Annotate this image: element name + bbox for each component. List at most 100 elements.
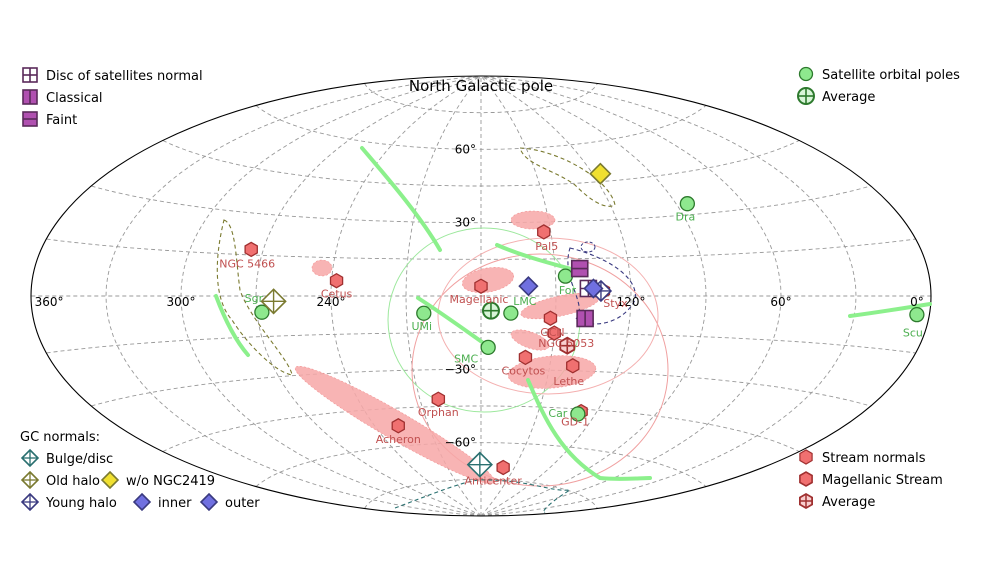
satellite-label: UMi <box>411 320 432 333</box>
legend-classical-label: Classical <box>46 91 103 106</box>
legend-satellite-icon <box>798 66 814 82</box>
meridian-line <box>480 75 632 517</box>
parallel-line <box>364 83 598 114</box>
legend-gc-icon <box>100 470 120 490</box>
satellite-pole-marker <box>679 196 696 212</box>
legend-stream-label: Stream normals <box>822 451 926 466</box>
satellite-pole-marker <box>503 305 519 321</box>
longitude-tick-label: 300° <box>167 295 196 309</box>
old-halo-wo-contour <box>519 147 616 207</box>
legend-gc-icon-shape <box>100 470 120 490</box>
gc-outer-marker <box>518 276 539 297</box>
latitude-tick-label: 30° <box>455 216 476 230</box>
stream-label: Anticenter <box>465 475 523 488</box>
stream-normal-marker <box>547 325 561 341</box>
parallel-line <box>162 405 800 452</box>
satellite-label: Scu <box>903 327 923 340</box>
legend-gc-title: GC normals: <box>20 430 100 445</box>
stream-average-marker <box>559 336 576 355</box>
latitude-tick-label: −30° <box>445 362 476 376</box>
legend-inner-label: inner <box>158 496 192 511</box>
grid-layer <box>30 75 932 517</box>
satellite-pole-track <box>416 296 484 344</box>
gc-inner-marker-shape <box>583 278 604 299</box>
gc-old-halo-wo-marker <box>589 162 612 185</box>
stream-normal-marker <box>391 418 405 434</box>
stream-normal-marker <box>244 241 258 258</box>
uncertainty-region <box>510 210 556 230</box>
legend-gc-icon <box>132 492 152 512</box>
satellite-pole-marker <box>570 406 586 422</box>
parallel-line <box>46 332 916 354</box>
satellite-pole-track <box>214 294 250 357</box>
legend-stream-icon-shape <box>799 471 813 487</box>
parallel-line <box>91 368 871 407</box>
satellite-pole-marker <box>416 305 432 321</box>
stream-label: GD-1 <box>561 416 589 429</box>
stream-normal-marker <box>431 391 446 407</box>
legend-gc-icon <box>199 492 219 512</box>
bulge-contour <box>394 479 571 514</box>
stream-normal-marker <box>537 224 551 240</box>
disc-faint-marker <box>570 259 589 278</box>
satellite-pole-marker <box>557 268 574 284</box>
legend-gc-icon <box>20 470 40 490</box>
parallel-line <box>255 442 707 487</box>
legend-stream-icon-shape <box>799 449 813 465</box>
satellite-pole-marker <box>480 339 496 355</box>
satellite-label: For <box>559 284 577 297</box>
disc-classical-marker <box>576 309 594 328</box>
legend-gc-icon-shape <box>199 492 219 512</box>
uncertainty-region <box>462 267 514 293</box>
satellite-label: LMC <box>513 295 537 308</box>
satellite-label: Sgr <box>245 292 264 305</box>
satellite-pole-marker <box>254 304 270 320</box>
old-halo-contour <box>216 219 293 376</box>
meridian-line <box>105 75 482 517</box>
legend-disc-label: Disc of satellites normal <box>46 69 203 84</box>
satellite-pole-track <box>360 146 442 252</box>
legend-stream-icon <box>799 471 813 487</box>
stream-label: Cocytos <box>502 364 546 377</box>
satellite-average-marker <box>481 301 500 320</box>
stream-label: Cetus <box>321 288 353 301</box>
legend-young-halo-label: Young halo <box>45 496 117 511</box>
satellite-pole-track <box>495 243 577 272</box>
legend-old-halo-label: Old halo <box>46 474 100 489</box>
satellite-pole-track <box>848 302 932 318</box>
gc-outer-marker-shape <box>518 276 539 297</box>
stream-normal-marker <box>543 310 558 326</box>
stream-normal-marker <box>329 272 344 289</box>
longitude-tick-label: 0° <box>910 295 924 309</box>
longitude-tick-label: 240° <box>317 295 346 309</box>
gc-spread-ring <box>437 237 659 395</box>
longitude-tick-label: 120° <box>617 295 646 309</box>
longitude-tick-label: 60° <box>770 295 791 309</box>
parallel-line <box>46 238 916 260</box>
parallel-line <box>91 185 871 224</box>
legend-wo-label: w/o NGC2419 <box>126 474 215 489</box>
legend-stream-icon <box>799 449 813 465</box>
gc-old-halo-marker <box>260 288 287 315</box>
legend-disc-icon <box>22 89 38 105</box>
legend-bulge-label: Bulge/disc <box>46 452 113 467</box>
young-halo-contour-small <box>580 241 596 253</box>
legend-gc-icon <box>20 448 40 468</box>
satellite-label: Car <box>548 407 567 420</box>
parallel-line <box>255 105 707 150</box>
legend-faint-label: Faint <box>46 113 77 128</box>
legend-stream-average-label: Average <box>822 495 875 510</box>
legend-disc-icon <box>22 67 38 83</box>
legend-disc-icon <box>22 111 38 127</box>
gc-old-halo-wo-marker-shape <box>589 162 612 185</box>
stream-normal-marker <box>496 459 510 476</box>
legend-outer-label: outer <box>225 496 260 511</box>
parallel-line <box>364 478 598 509</box>
uncertainty-region <box>311 259 333 277</box>
